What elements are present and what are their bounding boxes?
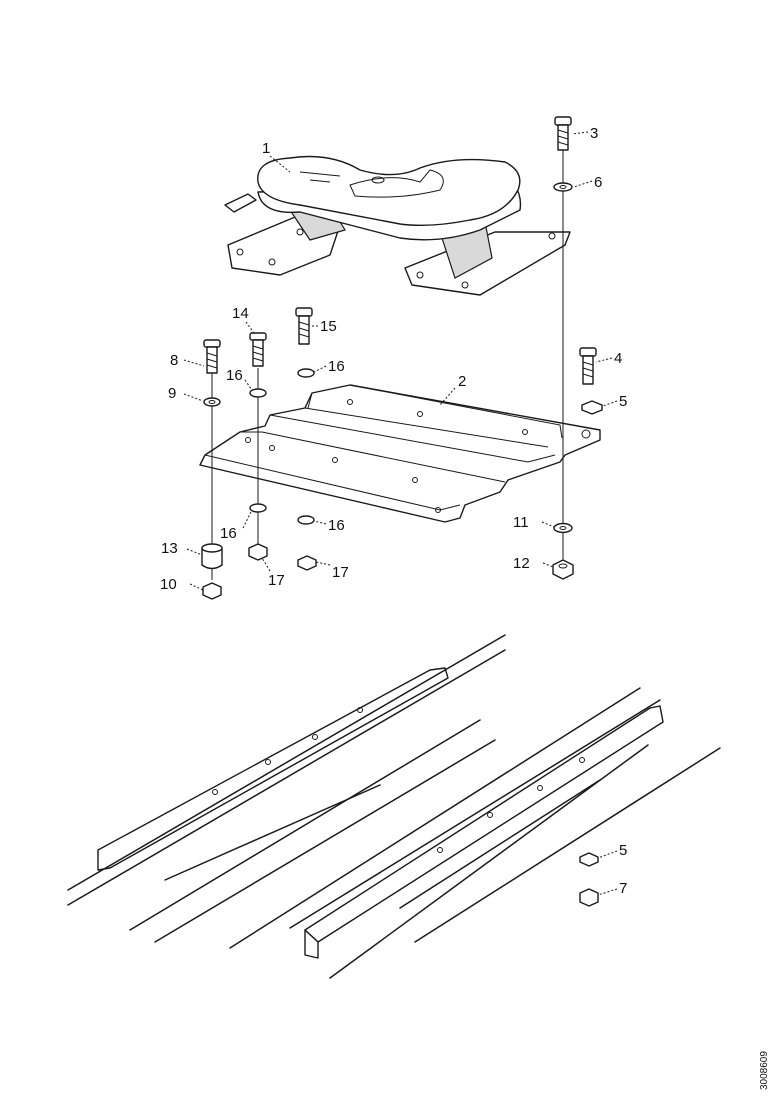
callout-10: 10 bbox=[160, 576, 177, 593]
callout-16-a: 16 bbox=[328, 358, 345, 375]
drawing-reference-number: 3008609 bbox=[759, 1051, 770, 1090]
callout-7: 7 bbox=[619, 880, 627, 897]
callout-16-c: 16 bbox=[220, 525, 237, 542]
chassis-rail-right bbox=[229, 687, 721, 979]
fifth-wheel-coupling bbox=[224, 155, 571, 296]
bolt-8 bbox=[203, 339, 221, 374]
callout-16-d: 16 bbox=[328, 517, 345, 534]
callout-6: 6 bbox=[594, 174, 602, 191]
washer-16-c bbox=[297, 368, 315, 378]
washer-16-d bbox=[297, 515, 315, 525]
nut-5-lower bbox=[579, 852, 599, 867]
callout-3: 3 bbox=[590, 125, 598, 142]
nut-12 bbox=[552, 559, 574, 580]
bolt-14 bbox=[249, 332, 267, 367]
washer-11 bbox=[553, 522, 573, 534]
nut-7 bbox=[579, 888, 599, 907]
callout-4: 4 bbox=[614, 350, 622, 367]
callout-8: 8 bbox=[170, 352, 178, 369]
callout-14: 14 bbox=[232, 305, 249, 322]
bolt-4 bbox=[579, 347, 597, 385]
washer-16-a bbox=[249, 388, 267, 398]
callout-5-upper: 5 bbox=[619, 393, 627, 410]
leader-lines bbox=[183, 131, 618, 896]
callout-16-b: 16 bbox=[226, 367, 243, 384]
callout-2: 2 bbox=[458, 373, 466, 390]
nut-17-a bbox=[248, 543, 268, 561]
callout-13: 13 bbox=[161, 540, 178, 557]
callout-9: 9 bbox=[168, 385, 176, 402]
washer-16-b bbox=[249, 503, 267, 513]
nut-17-b bbox=[297, 555, 317, 571]
callout-11: 11 bbox=[513, 514, 529, 531]
callout-17-b: 17 bbox=[332, 564, 349, 581]
callout-15: 15 bbox=[320, 318, 337, 335]
bolt-3 bbox=[554, 116, 572, 151]
washer-9 bbox=[203, 397, 221, 407]
callout-17-a: 17 bbox=[268, 572, 285, 589]
callout-5-lower: 5 bbox=[619, 842, 627, 859]
callout-1: 1 bbox=[262, 140, 270, 157]
mounting-plate bbox=[199, 384, 601, 523]
chassis-rail-left bbox=[67, 634, 506, 943]
spacer-13 bbox=[201, 543, 223, 570]
callout-labels: 1 2 3 4 5 5 6 7 8 9 10 11 12 13 14 15 16… bbox=[160, 125, 627, 897]
nut-10 bbox=[202, 582, 222, 600]
washer-6 bbox=[553, 182, 573, 192]
callout-12: 12 bbox=[513, 555, 530, 572]
bolt-15 bbox=[295, 307, 313, 345]
nut-5-upper bbox=[581, 400, 603, 415]
